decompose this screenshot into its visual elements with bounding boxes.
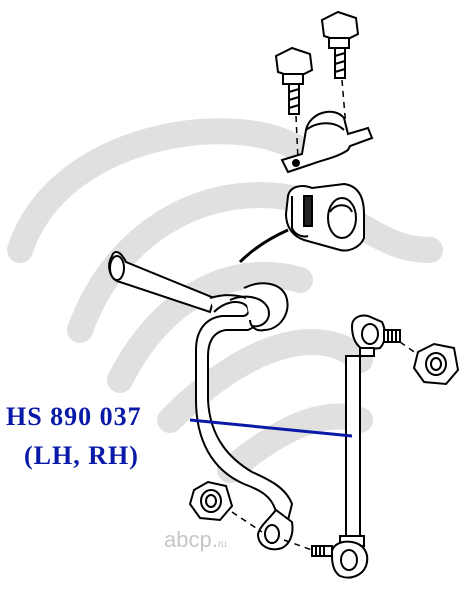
link-axes — [231, 341, 421, 551]
part-side-label: (LH, RH) — [24, 441, 139, 470]
bushing-leader — [238, 228, 289, 264]
nut-upper — [412, 342, 460, 386]
bolt-right — [320, 10, 360, 79]
nut-lower — [188, 480, 234, 522]
bolt-left — [274, 46, 314, 115]
watermark-main: abcp. — [164, 527, 218, 552]
stabilizer-bar — [108, 251, 294, 522]
mounting-bracket — [280, 110, 374, 174]
part-number-label: HS 890 037 — [6, 402, 142, 431]
stabilizer-link — [311, 314, 401, 579]
rubber-bushing — [284, 182, 365, 252]
bolt-axes — [295, 79, 347, 161]
callout-leader-line — [189, 418, 353, 438]
bar-end-eye — [256, 508, 294, 551]
watermark-text: abcp.ru — [164, 528, 227, 557]
watermark-domain: ru — [217, 539, 227, 550]
